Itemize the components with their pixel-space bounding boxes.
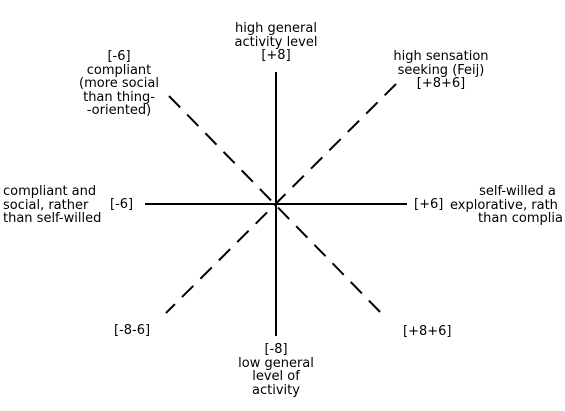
bottom-axis-label: [-8] low general level of activity: [226, 343, 326, 397]
top-axis-label-line: activity level: [234, 34, 318, 50]
top-axis-value: [+8]: [261, 48, 291, 63]
upper-left-axis-label-line: compliant: [86, 62, 152, 78]
upper-left-axis-label-line: (more social: [79, 76, 159, 91]
right-axis-label-line: explorative, rath: [450, 197, 558, 213]
left-axis-label-line: compliant and: [3, 184, 97, 199]
left-axis-label-line: social, rather: [3, 197, 89, 213]
left-axis-value: [-6]: [110, 197, 134, 212]
upper-left-axis-value: [-6]: [107, 49, 131, 64]
upper-right-axis-value: [+8+6]: [416, 76, 466, 91]
upper-left-axis-label-line: -oriented): [86, 103, 152, 118]
upper-right-axis-label-line: high sensation: [393, 49, 489, 64]
lower-left-axis-value: [-8-6]: [114, 323, 151, 338]
right-axis-label-line: than complia: [478, 211, 563, 226]
right-axis-label: self-willed a explorative, rath than com…: [450, 185, 565, 226]
upper-right-axis-label: high sensation seeking (Feij) [+8+6]: [383, 50, 499, 91]
left-axis-label: compliant and social, rather than self-w…: [3, 185, 115, 226]
diagonal-axis-rising: [165, 83, 397, 314]
bottom-axis-label-line: low general: [238, 355, 314, 371]
bottom-axis-value: [-8]: [264, 342, 288, 357]
left-axis-label-line: than self-willed: [3, 211, 102, 226]
top-axis-label: high general activity level [+8]: [226, 22, 326, 63]
top-axis-label-line: high general: [235, 21, 317, 36]
bottom-axis-label-line: level of: [252, 369, 300, 384]
bottom-axis-label-line: activity: [252, 382, 300, 398]
upper-right-axis-label-line: seeking (Feij): [397, 62, 485, 78]
right-axis-value: [+6]: [414, 197, 444, 212]
right-axis-label-line: self-willed a: [479, 185, 556, 199]
lower-right-axis-value: [+8+6]: [403, 324, 452, 339]
upper-left-axis-label: [-6] compliant (more social than thing- …: [69, 50, 169, 118]
upper-left-axis-label-line: than thing-: [83, 89, 155, 105]
